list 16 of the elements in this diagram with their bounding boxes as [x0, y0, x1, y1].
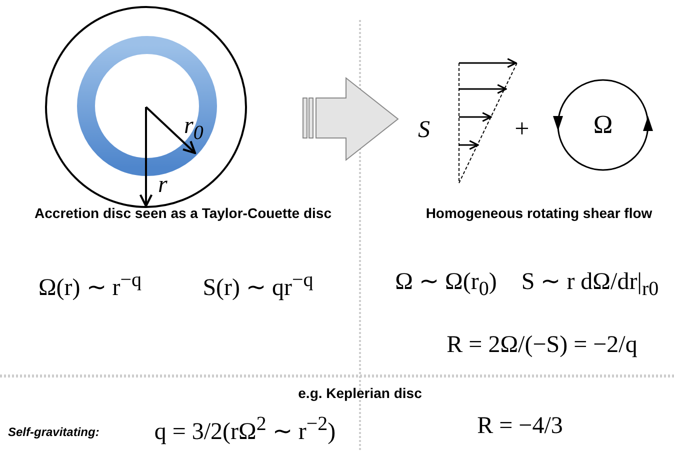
- formula: q = 3/2(rΩ$^{2}$ ∼ r$^{−2}$): [154, 414, 336, 444]
- formula: R = −4/3: [477, 414, 563, 438]
- formula: Ω ∼ Ω(r$_{0}$): [395, 270, 497, 299]
- panel-heading: Homogeneous rotating shear flow: [426, 206, 652, 220]
- case-label: Self-gravitating:: [8, 426, 100, 438]
- example-heading: e.g. Keplerian disc: [298, 386, 422, 400]
- formula: S(r) ∼ qr$^{−q}$: [202, 270, 314, 300]
- shear-symbol: S: [418, 118, 430, 142]
- formula: S ∼ r dΩ/dr|$_{r0}$: [521, 270, 659, 299]
- formula: R = 2Ω/(−S) = −2/q: [446, 333, 638, 357]
- radius-label: r$_{0}$: [184, 114, 204, 143]
- omega-symbol: Ω: [593, 112, 613, 138]
- radius-label: r: [158, 173, 168, 197]
- plus-sign: +: [514, 116, 530, 142]
- formula: Ω(r) ∼ r$^{−q}$: [38, 270, 142, 300]
- panel-heading: Accretion disc seen as a Taylor-Couette disc: [34, 206, 332, 220]
